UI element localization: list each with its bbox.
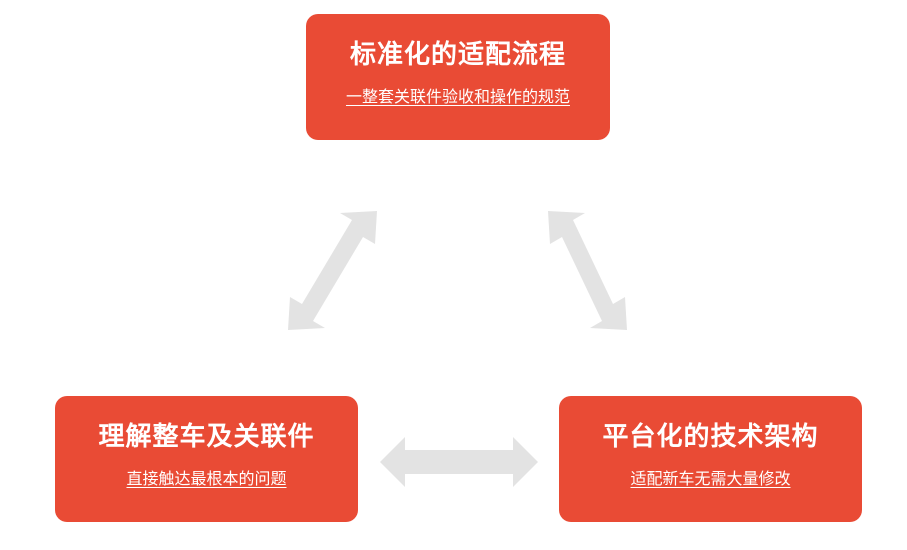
double-arrow-top-right xyxy=(548,211,627,330)
node-subtitle-link[interactable]: 直接触达最根本的问题 xyxy=(126,469,287,488)
node-understand-vehicle: 理解整车及关联件 直接触达最根本的问题 xyxy=(55,396,358,522)
node-title: 平台化的技术架构 xyxy=(602,422,819,452)
double-arrow-horizontal xyxy=(380,437,538,487)
node-platform-architecture: 平台化的技术架构 适配新车无需大量修改 xyxy=(559,396,862,522)
node-title: 标准化的适配流程 xyxy=(349,40,566,70)
node-subtitle-link[interactable]: 适配新车无需大量修改 xyxy=(630,469,791,488)
node-standardized-process: 标准化的适配流程 一整套关联件验收和操作的规范 xyxy=(306,14,610,140)
double-arrow-top-left xyxy=(288,211,377,330)
node-subtitle-link[interactable]: 一整套关联件验收和操作的规范 xyxy=(345,87,570,106)
node-title: 理解整车及关联件 xyxy=(98,422,315,452)
